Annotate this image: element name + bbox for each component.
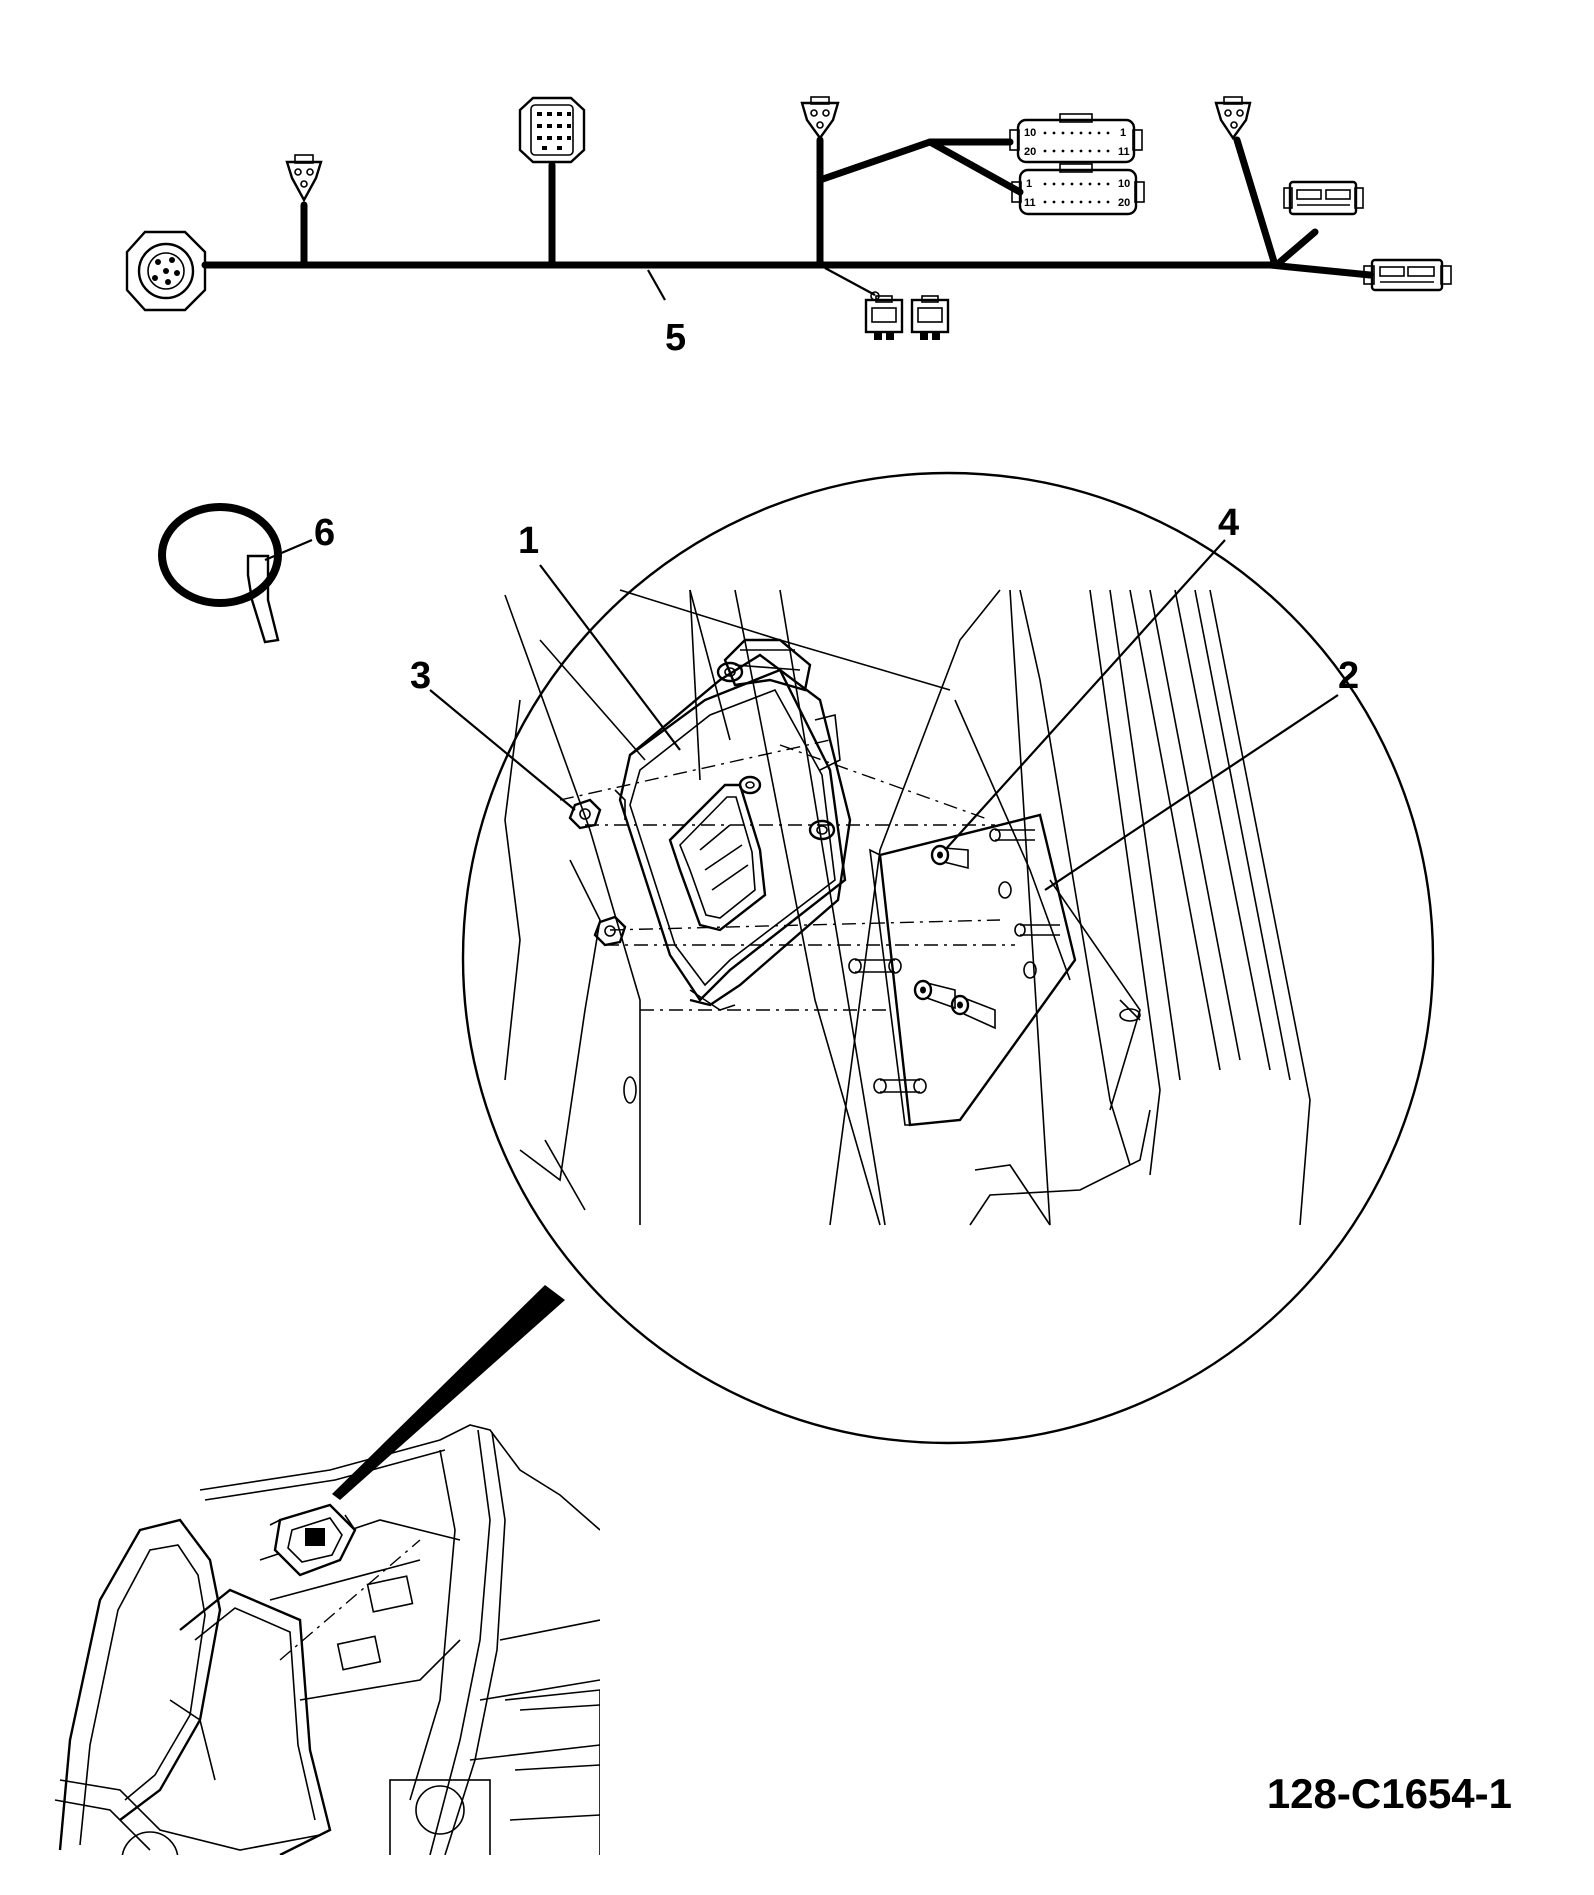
sensor-connector-2 [800,96,840,141]
ecu-location [269,1503,357,1577]
cable-tie [158,503,282,644]
octagonal-connector [518,96,586,164]
callout-bolt: 4 [1218,502,1239,544]
pin-label: 10 [1024,127,1036,139]
callout-cable-tie: 6 [314,512,335,554]
pin-label: 10 [1118,178,1130,190]
relay-blocks [864,291,950,340]
mounting-bracket [848,813,1077,1127]
cab-overview [54,1424,600,1855]
pin-label: 1 [1026,178,1032,190]
harness-branch-5 [1276,228,1319,266]
ecu-module [614,638,852,1011]
detail-pointer [332,1285,565,1500]
leader-ecu [539,564,681,751]
leader-cable-tie [264,538,313,562]
leader-nut [429,689,576,811]
pin-label: 20 [1118,197,1130,209]
detail-circle [461,471,1435,1445]
sensor-connector-3 [1214,96,1252,141]
callout-bracket: 2 [1338,655,1359,697]
end-connector [1363,258,1452,292]
ecu-connector-upper: 10 1 20 11 [1009,113,1143,164]
leader-bracket [1044,694,1339,891]
detail-view: 1 2 3 4 [410,471,1435,1445]
pin-label: 20 [1024,146,1036,158]
harness-branch-4 [1233,136,1279,269]
alignment-lines [559,739,1015,1011]
cab-structure [504,589,1311,1226]
callout-ecu: 1 [518,520,539,562]
wiring-harness [201,136,1374,297]
rectangular-connector [1283,180,1364,216]
leader-bolt [944,539,1226,851]
harness-trunk [201,261,1374,279]
harness-branch-relay [824,266,876,297]
sensor-connector-1 [285,154,323,203]
harness-branch-ecu-lower [926,138,1024,196]
bolts [913,844,996,1030]
document-number: 128-C1654-1 [1267,1770,1512,1817]
ecu-connector-lower: 1 10 11 20 [1011,163,1145,216]
pin-label: 11 [1024,197,1036,209]
pin-label: 11 [1118,146,1130,158]
callout-nut: 3 [410,655,431,697]
pin-label: 1 [1120,127,1126,139]
leader-harness [647,269,666,301]
round-connector [125,230,207,312]
callout-harness: 5 [665,317,686,359]
nuts [568,798,627,947]
